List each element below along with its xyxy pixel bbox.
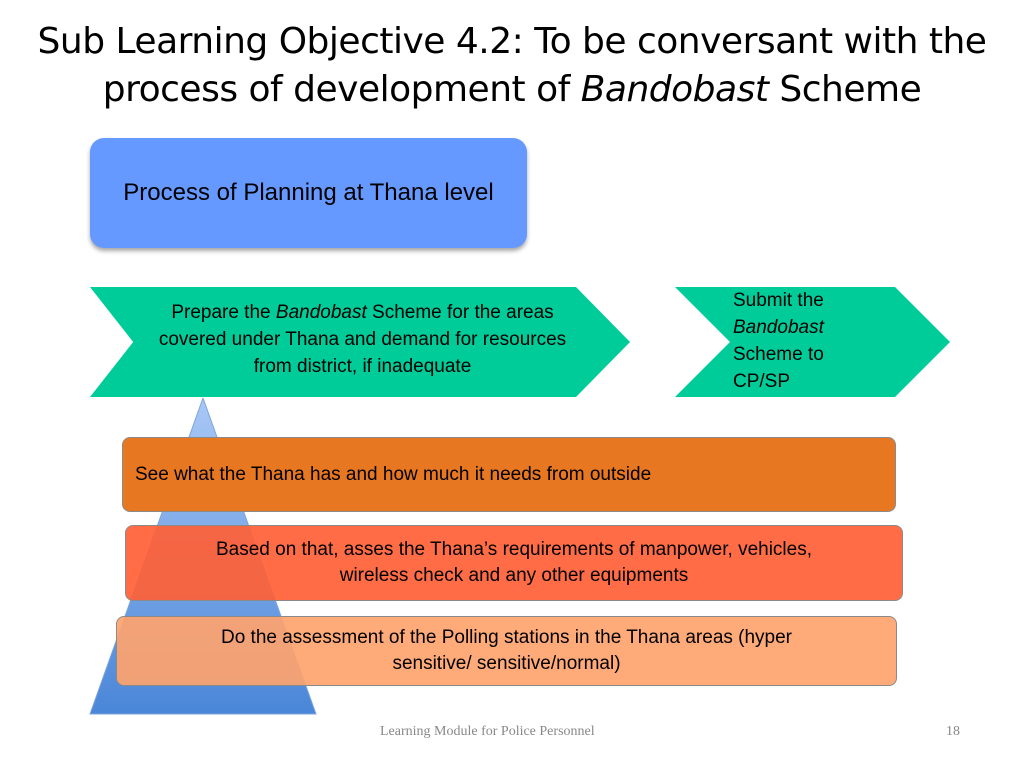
page-number: 18 — [946, 724, 960, 739]
planning-process-label: Process of Planning at Thana level — [123, 179, 494, 206]
see-what-text: See what the Thana has and how much it n… — [135, 463, 652, 485]
title-italic-term: Bandobast — [580, 69, 769, 110]
requirements-line-1: Based on that, asses the Thana’s require… — [215, 539, 813, 560]
title-line-2-start: process of development of — [102, 69, 581, 110]
slide-title: Sub Learning Objective 4.2: To be conver… — [20, 18, 1004, 114]
prepare-scheme-chevron — [90, 287, 630, 397]
submit-line-2: Bandobast — [733, 314, 883, 341]
assessment-line-2: sensitive/ sensitive/normal) — [392, 653, 621, 674]
title-line-2-end: Scheme — [768, 69, 922, 110]
prepare-scheme-end: Scheme for the areas covered under Thana… — [158, 302, 567, 377]
title-line-1: Sub Learning Objective 4.2: To be conver… — [37, 21, 987, 62]
planning-process-box: Process of Planning at Thana level — [90, 138, 527, 248]
submit-italic: Bandobast — [733, 317, 824, 338]
requirements-line-2: wireless check and any other equipments — [339, 565, 689, 586]
submit-scheme-text: Submit the Bandobast Scheme to CP/SP — [733, 287, 883, 395]
submit-line-1: Submit the — [733, 290, 824, 311]
submit-line-4: CP/SP — [733, 371, 791, 392]
title-line-2: process of development of Bandobast Sche… — [20, 66, 1004, 114]
assessment-line-1: Do the assessment of the Polling station… — [220, 627, 793, 648]
see-what-bar: See what the Thana has and how much it n… — [122, 437, 896, 512]
prepare-scheme-italic: Bandobast — [275, 302, 367, 323]
submit-line-3: Scheme to — [733, 344, 824, 365]
footer-text: Learning Module for Police Personnel — [380, 724, 595, 739]
prepare-scheme-text: Prepare the Bandobast Scheme for the are… — [145, 299, 580, 380]
requirements-text: Based on that, asses the Thana’s require… — [216, 537, 812, 589]
assessment-bar: Do the assessment of the Polling station… — [116, 616, 897, 686]
assessment-text: Do the assessment of the Polling station… — [221, 625, 792, 677]
prepare-scheme-start: Prepare the — [171, 302, 276, 323]
requirements-bar: Based on that, asses the Thana’s require… — [125, 525, 903, 601]
